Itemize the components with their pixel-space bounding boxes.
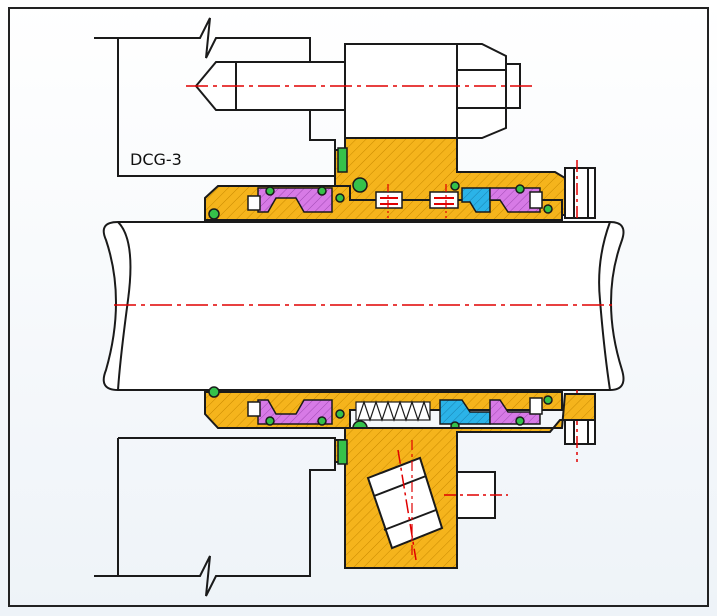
upper-o-rings [208, 177, 553, 220]
gland-gasket [337, 147, 348, 173]
setscrew-centerline [397, 449, 417, 561]
shaft [102, 221, 625, 391]
drawing-border [8, 7, 709, 607]
upper-rotating-face-2 [489, 187, 541, 213]
lower-gland-gasket [337, 439, 348, 465]
lower-setscrew [366, 456, 444, 550]
lower-housing [94, 437, 336, 597]
shaft-end-left [117, 221, 132, 391]
lower-spring [355, 400, 431, 422]
lower-inserts [247, 397, 543, 417]
shaft-end-right [598, 221, 611, 391]
upper-rotating-face-1 [257, 187, 333, 213]
model-label: DCG-3 [130, 150, 182, 169]
lower-rotating-face-1 [257, 399, 333, 425]
upper-spring-marks [380, 197, 454, 205]
upper-drive-collar [564, 167, 596, 219]
upper-housing [94, 17, 336, 177]
